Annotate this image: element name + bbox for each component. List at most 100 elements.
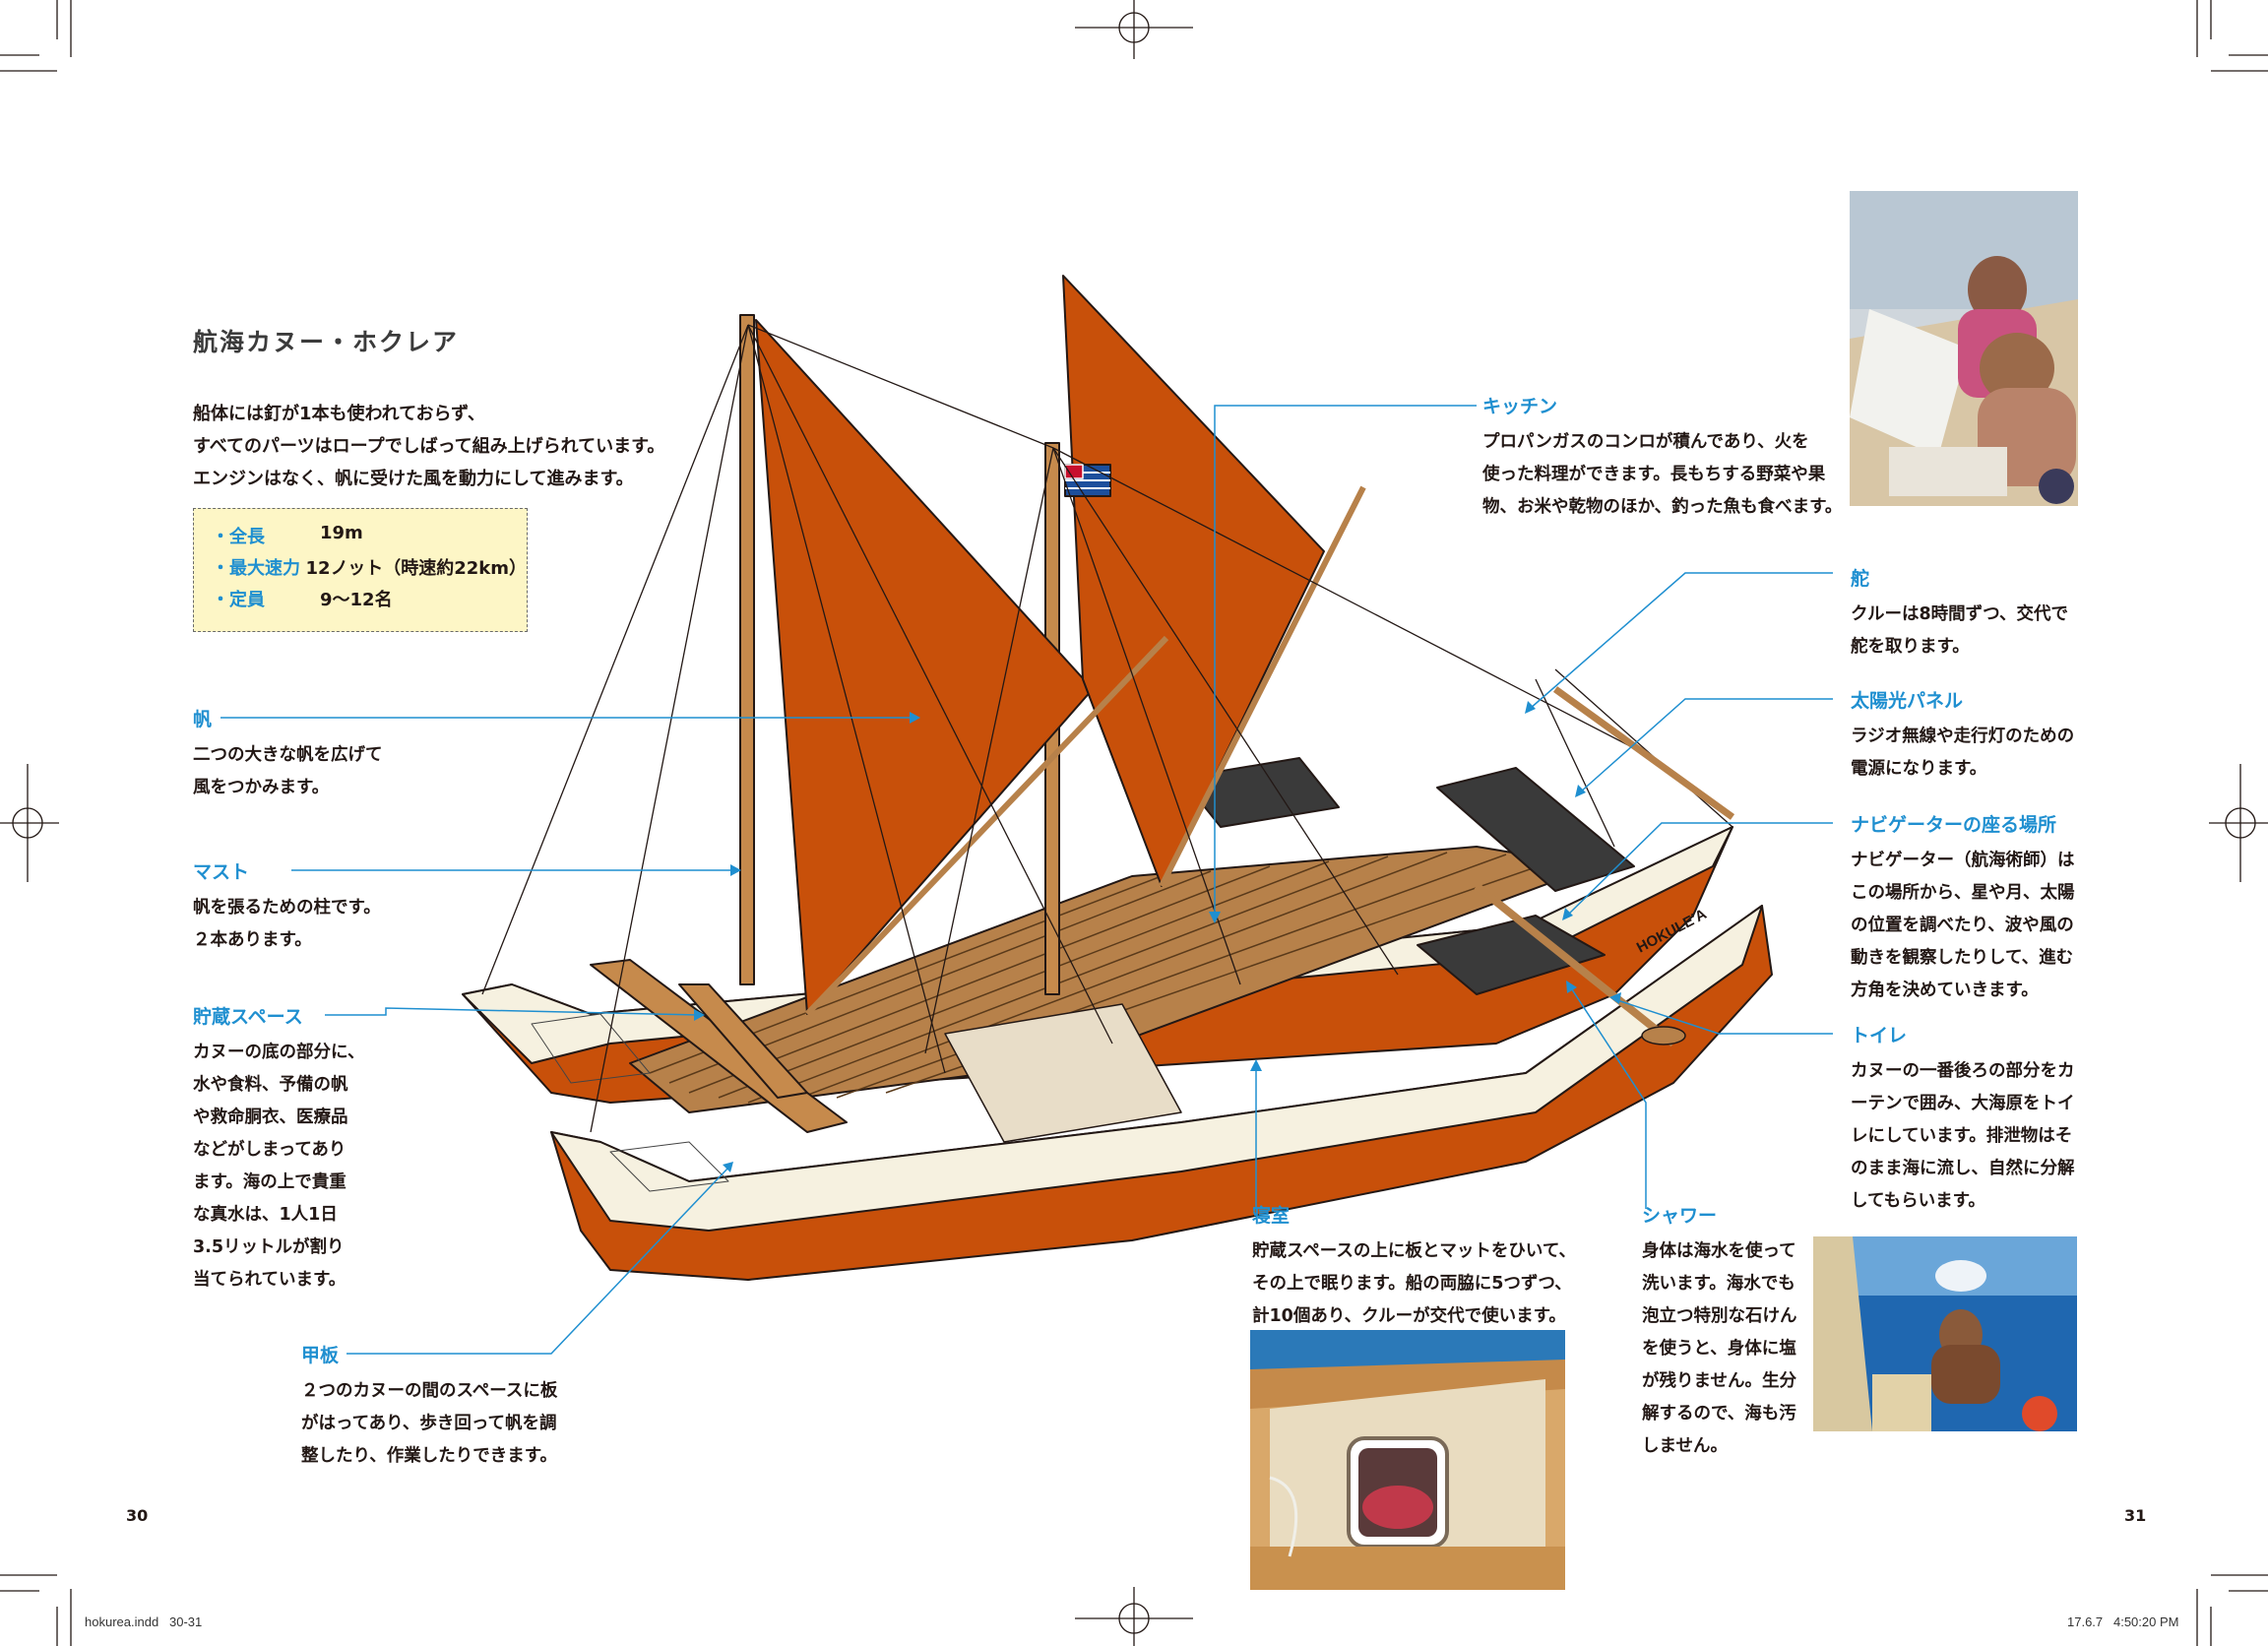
callout-text: カヌーの底の部分に、 水や食料、予備の帆 や救命胴衣、医療品 などがしまってあり…: [193, 1037, 364, 1297]
text-line: 3.5リットルが割り: [193, 1237, 345, 1257]
spec-row: ・全長 19m: [212, 523, 527, 554]
text-line: ラジオ無線や走行灯のための: [1851, 727, 2075, 746]
text-line: のまま海に流し、自然に分解: [1851, 1159, 2075, 1178]
callout-text: プロパンガスのコンロが積んであり、火を 使った料理ができます。長もちする野菜や果…: [1482, 426, 1842, 524]
callout-deck: 甲板 ２つのカヌーの間のスペースに板 がはってあり、歩き回って帆を調 整したり、…: [301, 1341, 557, 1473]
text-line: してもらいます。: [1851, 1191, 1985, 1211]
callout-toilet: トイレ カヌーの一番後ろの部分をカ ーテンで囲み、大海原をトイ レにしています。…: [1851, 1021, 2075, 1218]
text-line: な真水は、1人1日: [193, 1205, 338, 1225]
spec-label: ・定員: [212, 590, 265, 610]
text-line: 身体は海水を使って: [1642, 1241, 1796, 1261]
callout-sail: 帆 二つの大きな帆を広げて 風をつかみます。: [193, 705, 383, 804]
canoe-illustration: HOKULE'A: [462, 275, 1773, 1281]
steering-sweep: [1552, 686, 1735, 820]
text-line: などがしまってあり: [193, 1140, 346, 1160]
text-line: 舵を取ります。: [1851, 637, 1970, 657]
callout-text: ナビゲーター（航海術師）は この場所から、星や月、太陽 の位置を調べたり、波や風…: [1851, 845, 2075, 1007]
intro-line: エンジンはなく、帆に受けた風を動力にして進みます。: [193, 469, 634, 489]
callout-rudder: 舵 クルーは8時間ずつ、交代で 舵を取ります。: [1851, 564, 2068, 664]
callout-label: トイレ: [1851, 1025, 1908, 1046]
callout-navigator: ナビゲーターの座る場所 ナビゲーター（航海術師）は この場所から、星や月、太陽 …: [1851, 810, 2075, 1007]
rear-hull-top: [462, 826, 1733, 1064]
rear-boom: [1159, 485, 1366, 888]
callout-text: 二つの大きな帆を広げて 風をつかみます。: [193, 739, 383, 804]
text-line: 帆を張るための柱です。: [193, 898, 381, 918]
spec-value: 19m: [320, 523, 363, 543]
solar-panel: [1436, 767, 1635, 892]
cross-beams: [590, 959, 848, 1133]
callout-mast: マスト 帆を張るための柱です。 ２本あります。: [193, 857, 381, 957]
spec-value: 12ノット（時速約22km）: [305, 558, 527, 579]
text-line: 泡立つ特別な石けん: [1642, 1306, 1797, 1326]
callout-label: マスト: [193, 861, 250, 883]
kitchen-photo: [1850, 191, 2078, 506]
text-line: を使うと、身体に塩: [1642, 1339, 1796, 1359]
text-line: がはってあり、歩き回って帆を調: [301, 1414, 557, 1433]
text-line: 動きを観察したりして、進む: [1851, 948, 2074, 968]
text-line: この場所から、星や月、太陽: [1851, 883, 2075, 903]
intro-line: 船体には釘が1本も使われておらず、: [193, 404, 485, 424]
text-line: プロパンガスのコンロが積んであり、火を: [1482, 432, 1809, 452]
text-line: ２つのカヌーの間のスペースに板: [301, 1381, 558, 1401]
text-line: 電源になります。: [1851, 759, 1987, 779]
text-line: 貯蔵スペースの上に板とマットをひいて、: [1252, 1241, 1576, 1261]
callout-text: 身体は海水を使って 洗います。海水でも 泡立つ特別な石けん を使うと、身体に塩 …: [1642, 1235, 1797, 1463]
callout-text: 帆を張るための柱です。 ２本あります。: [193, 892, 381, 957]
text-line: や救命胴衣、医療品: [193, 1108, 348, 1127]
text-line: 当てられています。: [193, 1270, 346, 1290]
text-line: 風をつかみます。: [193, 778, 330, 797]
callout-text: 貯蔵スペースの上に板とマットをひいて、 その上で眠ります。船の両脇に5つずつ、 …: [1252, 1235, 1576, 1333]
bedroom-photo: [1250, 1330, 1565, 1590]
page-title: 航海カヌー・ホクレア: [193, 328, 460, 356]
callout-text: ２つのカヌーの間のスペースに板 がはってあり、歩き回って帆を調 整したり、作業し…: [301, 1375, 557, 1473]
front-hull-top: [550, 905, 1763, 1232]
callout-label: 太陽光パネル: [1851, 690, 1964, 712]
callout-solar-panel: 太陽光パネル ラジオ無線や走行灯のための 電源になります。: [1851, 686, 2074, 786]
callout-text: カヌーの一番後ろの部分をカ ーテンで囲み、大海原をトイ レにしています。排泄物は…: [1851, 1055, 2075, 1218]
spec-label: ・全長: [212, 527, 265, 547]
spec-row: ・定員 9〜12名: [212, 586, 527, 617]
text-line: しません。: [1642, 1436, 1728, 1456]
callout-label: キッチン: [1482, 396, 1558, 417]
text-line: の位置を調べたり、波や風の: [1851, 916, 2074, 935]
callout-label: ナビゲーターの座る場所: [1851, 814, 2057, 836]
spec-value: 9〜12名: [320, 590, 393, 610]
text-line: 物、お米や乾物のほか、釣った魚も食べます。: [1482, 497, 1843, 517]
text-line: が残りません。生分: [1642, 1371, 1796, 1391]
callout-label: シャワー: [1642, 1205, 1718, 1227]
text-line: ます。海の上で貴重: [193, 1172, 346, 1192]
callout-label: 帆: [193, 709, 213, 730]
page-number-right: 31: [2124, 1506, 2147, 1525]
text-line: 解するので、海も汚: [1642, 1404, 1796, 1424]
rudder-oar: [1474, 882, 1676, 1047]
slug-filename: hokurea.indd 30-31: [85, 1614, 203, 1629]
callout-label: 貯蔵スペース: [193, 1006, 303, 1028]
storage-cover: [944, 1003, 1182, 1143]
text-line: クルーは8時間ずつ、交代で: [1851, 604, 2068, 624]
callout-label: 舵: [1851, 568, 1870, 590]
side-nets: [531, 1013, 729, 1192]
callout-shower: シャワー 身体は海水を使って 洗います。海水でも 泡立つ特別な石けん を使うと、…: [1642, 1201, 1797, 1463]
text-line: 二つの大きな帆を広げて: [193, 745, 383, 765]
text-line: 使った料理ができます。長もちする野菜や果: [1482, 465, 1826, 484]
text-line: 整したり、作業したりできます。: [301, 1446, 558, 1466]
intro-text: 船体には釘が1本も使われておらず、 すべてのパーツはロープでしばって組み上げられ…: [193, 398, 664, 495]
page-number-left: 30: [126, 1506, 149, 1525]
text-line: 水や食料、予備の帆: [193, 1075, 348, 1095]
callout-storage: 貯蔵スペース カヌーの底の部分に、 水や食料、予備の帆 や救命胴衣、医療品 など…: [193, 1002, 364, 1297]
callout-text: ラジオ無線や走行灯のための 電源になります。: [1851, 721, 2074, 786]
callout-text: クルーは8時間ずつ、交代で 舵を取ります。: [1851, 599, 2068, 664]
rigging: [481, 324, 1733, 1133]
leader-lines: [220, 405, 1833, 1355]
text-line: 方角を決めていきます。: [1851, 981, 2039, 1000]
text-line: レにしています。排泄物はそ: [1851, 1126, 2073, 1146]
toilet-tent: [1417, 915, 1606, 995]
text-line: ーテンで囲み、大海原をトイ: [1851, 1094, 2075, 1113]
callout-label: 寝室: [1252, 1205, 1291, 1227]
text-line: その上で眠ります。船の両脇に5つずつ、: [1252, 1274, 1572, 1294]
callout-bedroom: 寝室 貯蔵スペースの上に板とマットをひいて、 その上で眠ります。船の両脇に5つず…: [1252, 1201, 1576, 1333]
callout-kitchen: キッチン プロパンガスのコンロが積んであり、火を 使った料理ができます。長もちす…: [1482, 392, 1842, 524]
